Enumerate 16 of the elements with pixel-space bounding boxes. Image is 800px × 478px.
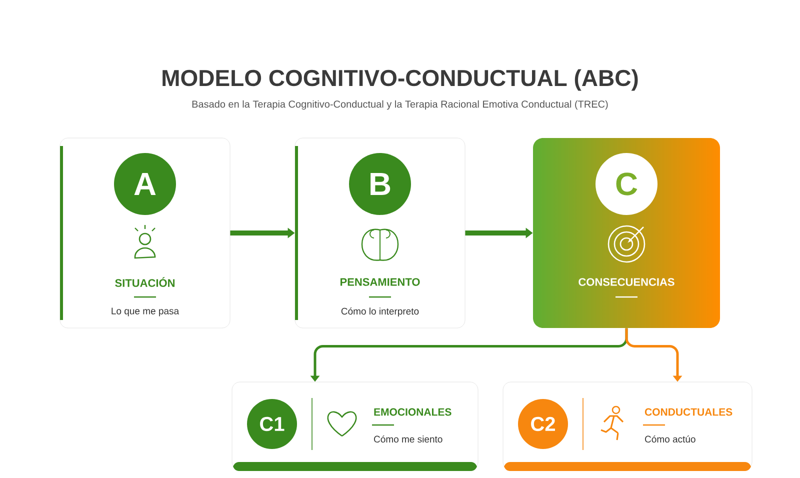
description: Lo que me pasa: [112, 308, 180, 316]
letter-badge: A: [114, 153, 176, 215]
letter-badge: C: [596, 153, 658, 215]
description: Cómo lo interpreto: [341, 308, 419, 316]
subtitle: Basado en la Terapia Cognitivo-Conductual y la Terapia Racional Emotiva Conductual (TREC): [192, 100, 608, 110]
badge: C2: [518, 399, 568, 449]
heading: EMOCIONALES: [374, 408, 452, 416]
description: Cómo me siento: [374, 435, 442, 443]
badge: C1: [247, 399, 297, 449]
description: Cómo actúo: [645, 435, 696, 443]
title: MODELO COGNITIVO-CONDUCTUAL (ABC): [162, 69, 638, 91]
letter-badge: B: [349, 153, 411, 215]
heading: CONSECUENCIAS: [578, 278, 674, 286]
heading: PENSAMIENTO: [340, 278, 420, 286]
heading: CONDUCTUALES: [644, 408, 732, 416]
heading: SITUACIÓN: [115, 277, 175, 287]
